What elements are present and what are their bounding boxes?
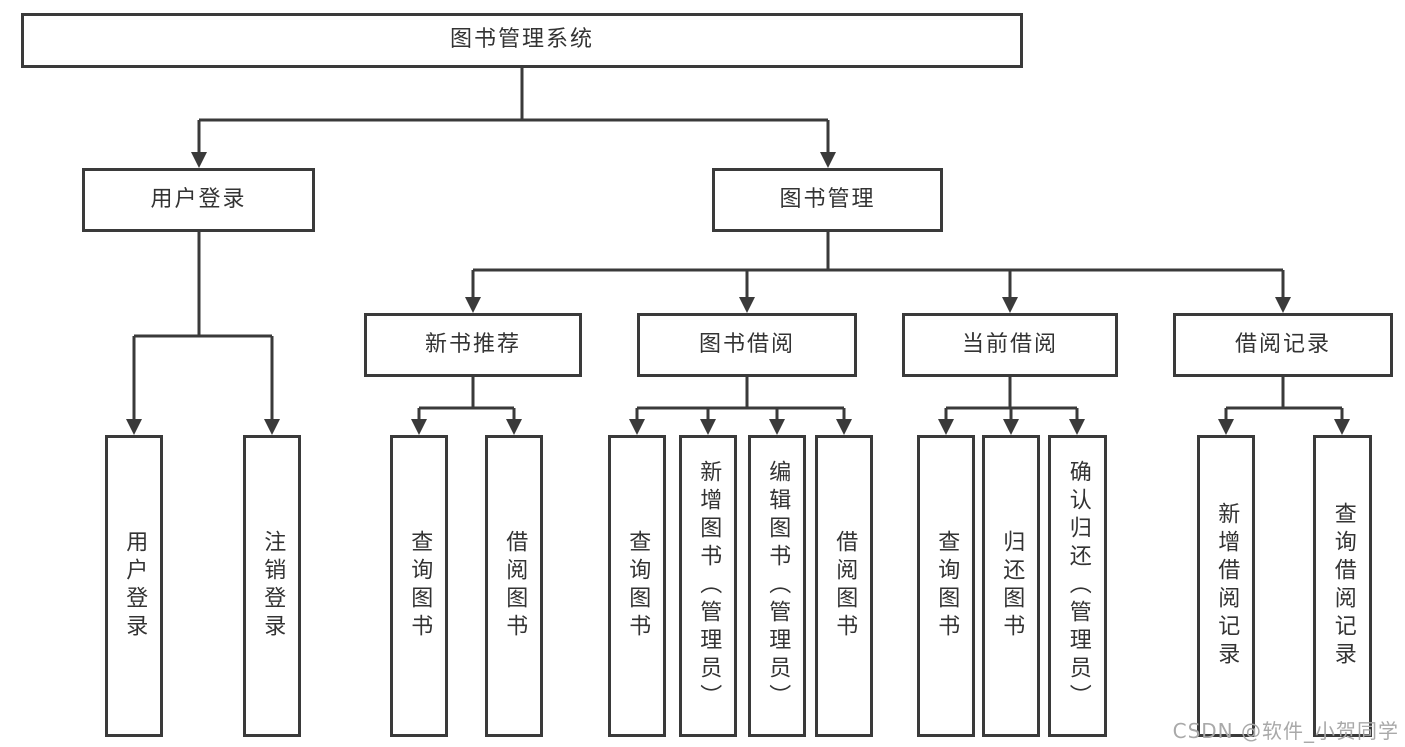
leaf-br-query-borrow-record: 查询借阅记录 [1313,435,1372,737]
leaf-cb-return-books: 归还图书 [982,435,1040,737]
arrowhead-icons [126,152,1350,435]
node-borrowing-records: 借阅记录 [1173,313,1393,377]
node-root: 图书管理系统 [21,13,1023,68]
leaf-cb-query-books: 查询图书 [917,435,975,737]
leaf-bb-query-books: 查询图书 [608,435,666,737]
leaf-bb-add-book-admin: 新增图书（管理员） [679,435,737,737]
leaf-bb-edit-book-admin: 编辑图书（管理员） [748,435,806,737]
node-book-management: 图书管理 [712,168,943,232]
leaf-cb-confirm-return-admin: 确认归还（管理员） [1048,435,1107,737]
leaf-user-login: 用户登录 [105,435,163,737]
leaf-nbr-query-books: 查询图书 [390,435,448,737]
node-book-borrowing: 图书借阅 [637,313,857,377]
node-new-book-recommendation: 新书推荐 [364,313,582,377]
csdn-watermark: CSDN @软件_小贺同学 [1172,719,1399,743]
leaf-logout-login: 注销登录 [243,435,301,737]
leaf-br-add-borrow-record: 新增借阅记录 [1197,435,1255,737]
node-user-login: 用户登录 [82,168,315,232]
leaf-bb-borrow-books: 借阅图书 [815,435,873,737]
node-current-borrowing: 当前借阅 [902,313,1118,377]
leaf-nbr-borrow-books: 借阅图书 [485,435,543,737]
